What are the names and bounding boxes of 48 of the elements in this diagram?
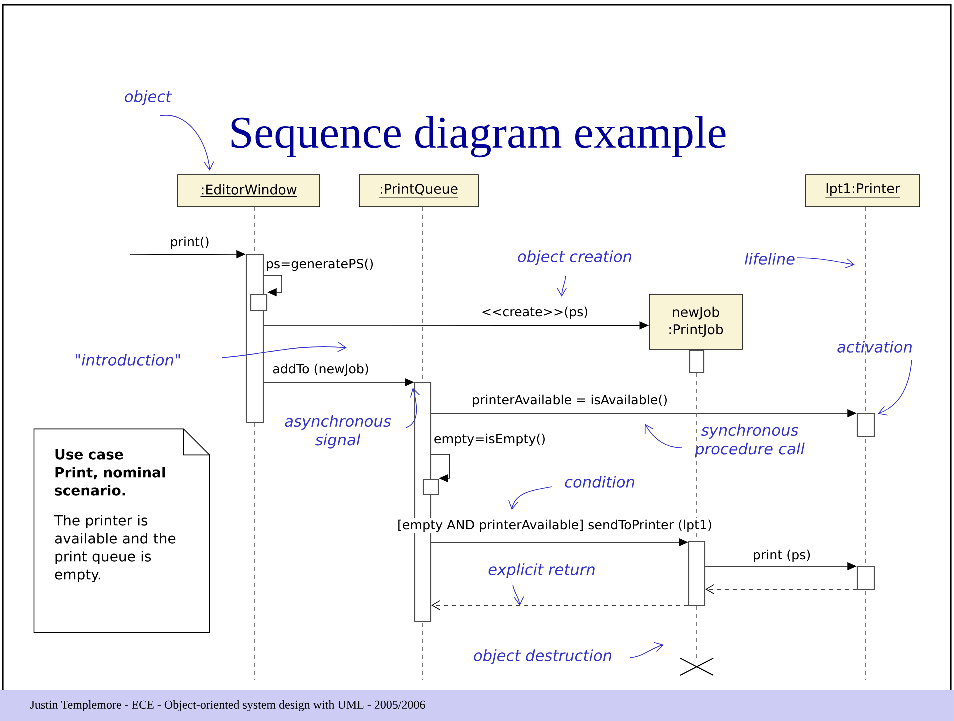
- title: Sequence diagram example: [232, 116, 726, 158]
- annotation-text: asynchronous signal: [285, 415, 392, 449]
- annotation-text: "introduction": [76, 354, 180, 366]
- object-box: newJob :PrintJob: [649, 294, 743, 350]
- footer-text: Justin Templemore - ECE - Object-oriented system design with UML - 2005/2006: [30, 700, 426, 712]
- message-label: empty=isEmpty(): [432, 432, 548, 448]
- object-box: :PrintQueue: [359, 174, 479, 208]
- leader-line: [644, 424, 682, 448]
- annotation-text: condition: [565, 476, 634, 488]
- activation-bar: [856, 566, 876, 590]
- note-box: Use case Print, nominal scenario. The printer is available and the print queue is empty.: [34, 428, 210, 634]
- message-label: print (ps): [752, 548, 812, 564]
- message-label: addTo (newJob): [271, 362, 371, 378]
- message-label: printerAvailable = isAvailable(): [470, 394, 670, 408]
- activation-bar: [688, 541, 706, 607]
- annotation-text: object destruction: [474, 650, 612, 664]
- annotation-text: object creation: [518, 250, 632, 266]
- self-call-arrow: [264, 275, 282, 297]
- activation-bar: [246, 254, 264, 424]
- message-label: print(): [168, 236, 212, 250]
- object-box: lpt1:Printer: [806, 174, 920, 208]
- leader-line: [512, 584, 524, 606]
- return-arrow: [432, 600, 689, 611]
- annotation-text: explicit return: [488, 564, 595, 578]
- lifeline: [696, 606, 698, 659]
- annotation-text: object: [125, 90, 172, 106]
- leader-line: [406, 388, 420, 428]
- activation-bar: [689, 350, 705, 374]
- message-label: ps=generatePS(): [264, 258, 376, 272]
- leader-line: [160, 115, 214, 171]
- activation-bar: [856, 412, 876, 438]
- leader-line: [508, 486, 552, 510]
- message-label: <<create>>(ps): [480, 306, 590, 320]
- object-box: :EditorWindow: [178, 174, 320, 208]
- leader-line: [878, 360, 912, 416]
- leader-line: [556, 276, 568, 297]
- leader-line: [630, 642, 664, 658]
- return-arrow: [706, 584, 858, 595]
- leader-line: [796, 258, 855, 268]
- destruction-mark: [680, 658, 714, 676]
- message-label: [empty AND printerAvailable] sendToPrinter (lpt1): [396, 518, 714, 534]
- annotation-text: synchronous procedure call: [695, 424, 805, 458]
- activation-bar: [422, 478, 440, 496]
- activation-bar: [250, 294, 268, 312]
- leader-line: [222, 342, 347, 358]
- annotation-text: activation: [838, 341, 912, 353]
- annotation-text: lifeline: [745, 253, 795, 265]
- self-call-arrow: [431, 454, 450, 483]
